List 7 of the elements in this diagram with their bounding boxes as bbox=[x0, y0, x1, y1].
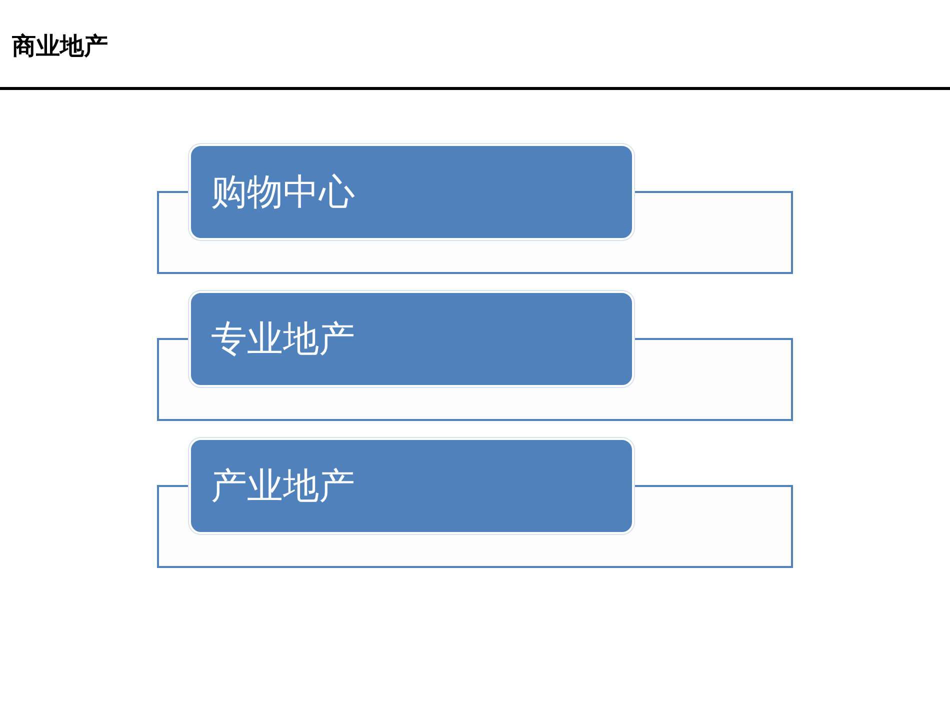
category-box bbox=[189, 438, 634, 534]
category-label: 专业地产 bbox=[211, 318, 355, 362]
category-label: 购物中心 bbox=[211, 170, 355, 214]
page-title: 商业地产 bbox=[12, 31, 108, 62]
category-box bbox=[189, 144, 634, 240]
category-label: 产业地产 bbox=[211, 464, 355, 508]
category-box bbox=[189, 291, 634, 387]
